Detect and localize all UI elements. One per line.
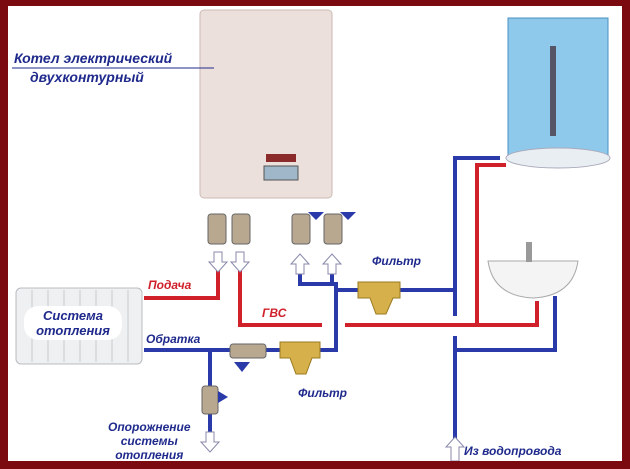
wash-basin [487,242,579,299]
electric-boiler [199,9,333,199]
flow-arrows [199,251,466,461]
boiler-label-line1: Котел электрический [14,50,173,66]
filter-label-bottom: Фильтр [298,386,347,400]
radiator-label-line1: Система [42,308,104,323]
water-supply-label: Из водопровода [464,444,562,458]
shower-cabin [505,17,611,169]
drain-label: Опорожнение системы отопления [108,420,191,461]
cold-pipes [144,156,557,446]
radiator-label-line2: отопления [36,323,110,338]
valves [201,213,343,415]
return-label: Обратка [146,332,201,346]
filter-label-top: Фильтр [372,254,421,268]
heating-diagram: Котел электрический двухконтурный Систем… [8,6,622,461]
boiler-label-line2: двухконтурный [30,69,144,85]
drain-label-line3: отопления [115,448,184,461]
hot-pipes [144,163,539,327]
valve-handles [218,212,356,403]
drain-label-line2: системы [120,434,178,448]
supply-label: Подача [148,278,192,292]
strainer-filters [279,281,401,375]
drain-label-line1: Опорожнение [108,420,191,434]
hot-water-label: ГВС [262,306,287,320]
